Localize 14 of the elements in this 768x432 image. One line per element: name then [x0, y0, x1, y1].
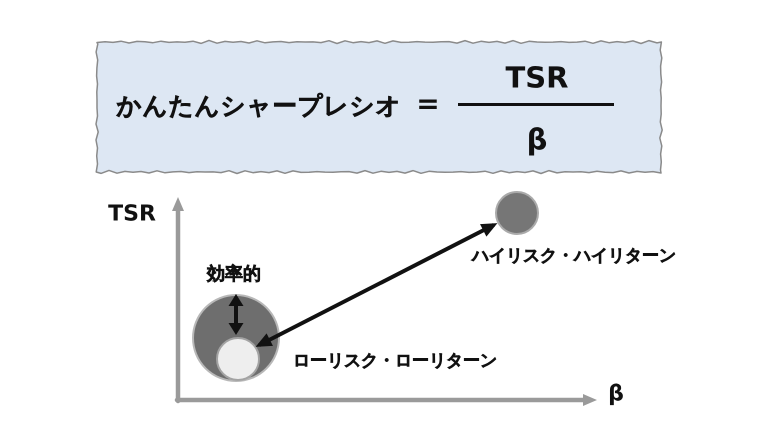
annotation: 効率的: [207, 264, 261, 286]
small-circle: [495, 191, 539, 235]
numerator: TSR: [506, 61, 568, 95]
formula-label: かんたんシャープレシオ: [116, 92, 402, 120]
formula-box: [94, 39, 664, 175]
arrow: [256, 223, 498, 347]
node-label: ハイリスク・ハイリターン: [472, 247, 676, 267]
equals-sign: =: [416, 88, 440, 120]
arrow: [228, 294, 244, 335]
node-label: ローリスク・ローリターン: [293, 352, 497, 372]
axis-label: TSR: [108, 201, 156, 227]
axis-label: β: [608, 381, 624, 407]
denominator: β: [526, 123, 548, 157]
small-circle: [216, 337, 260, 381]
